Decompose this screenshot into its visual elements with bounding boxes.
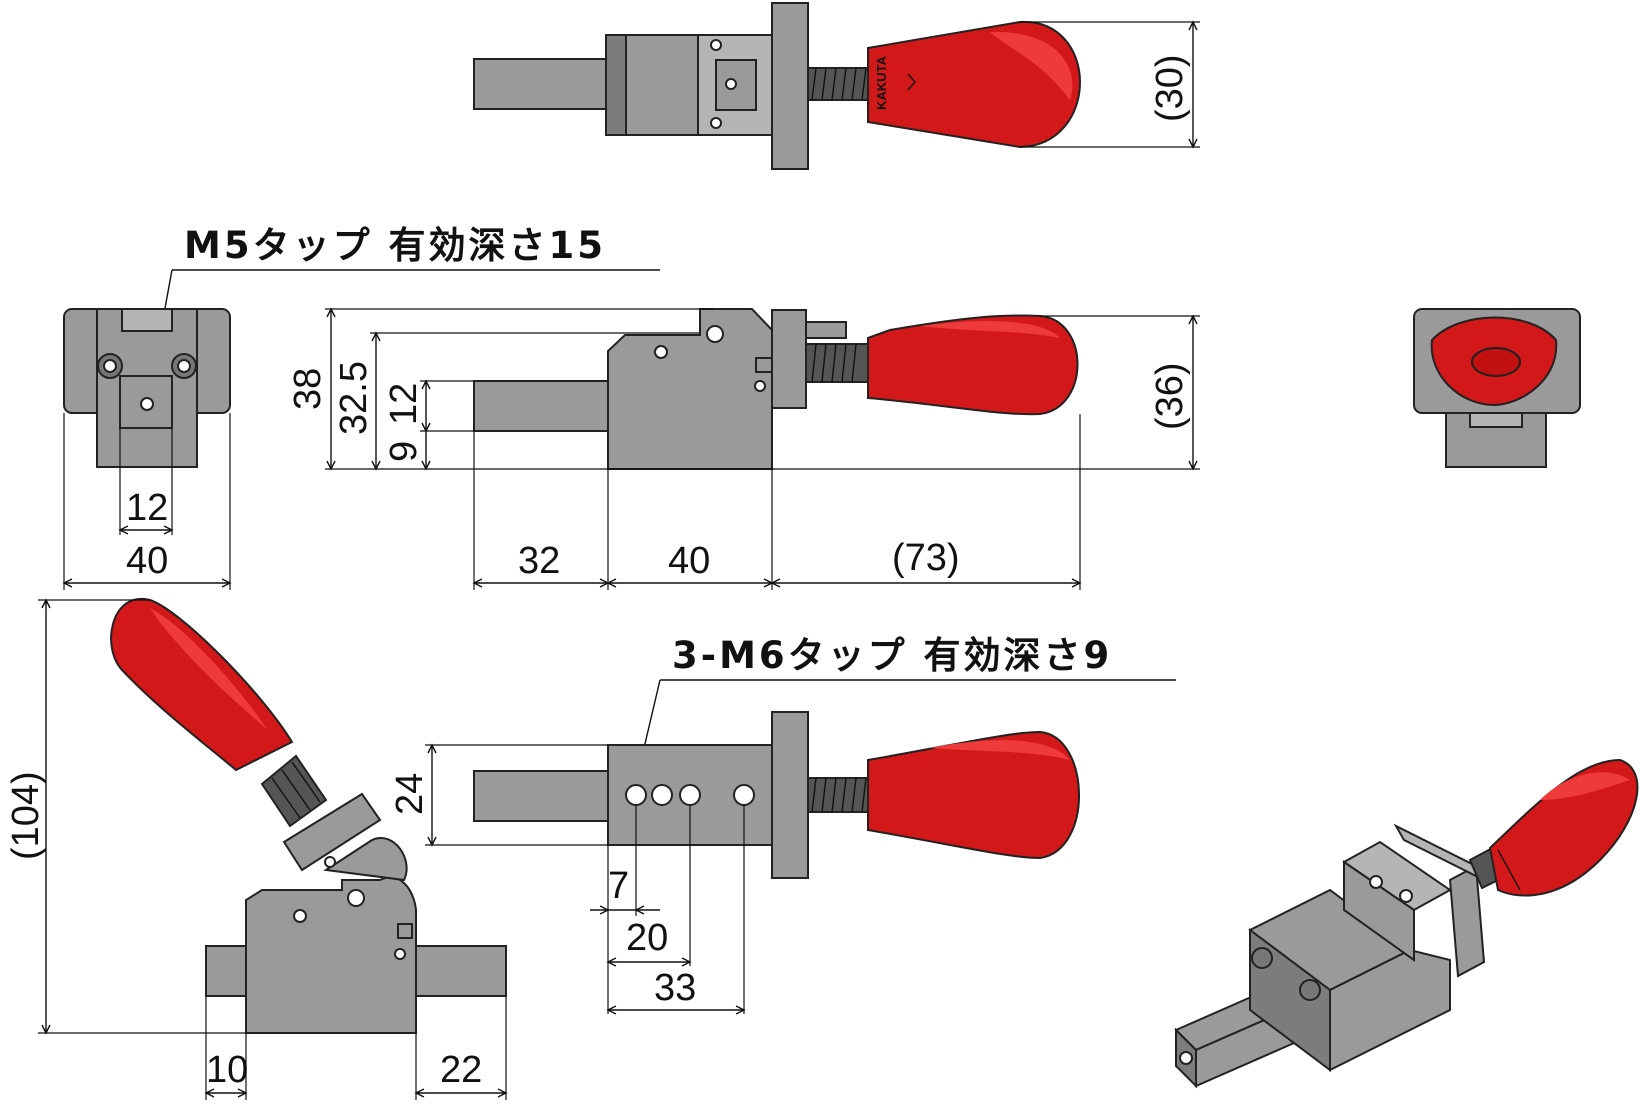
dim-tilt-104: (104): [5, 771, 47, 860]
top-flange: [771, 2, 809, 170]
iso-body-side: [1329, 948, 1451, 1072]
m6-tap-note: 3-M6タップ 有効深さ9: [630, 634, 1176, 786]
iso-block-hole-2: [1399, 889, 1413, 903]
side-view: 24 7 20 33: [389, 711, 1080, 1015]
top-small-hole: [725, 78, 737, 90]
dim-side-7: 7: [608, 865, 629, 907]
m6-tap-note-text: 3-M6タップ 有効深さ9: [672, 634, 1112, 677]
dim-side-20: 20: [626, 917, 668, 959]
side-flange: [771, 711, 809, 879]
tilt-knob: [110, 597, 294, 772]
front-spring: [805, 343, 869, 383]
tilt-knob-highlight: [150, 608, 268, 730]
dim-front-73: (73): [892, 537, 960, 579]
side-plunger: [473, 770, 609, 822]
top-view: KAKUTA (30): [473, 2, 1200, 170]
iso-plunger-hole: [1179, 1051, 1193, 1065]
top-knob-highlight: [990, 31, 1073, 100]
side-knob-highlight: [930, 740, 1070, 760]
side-hole-1: [625, 784, 647, 806]
end-right-knob-mark: [1471, 347, 1521, 377]
dim-front-9: 9: [383, 441, 425, 462]
tilt-notch: [397, 923, 413, 939]
top-spring: [807, 67, 869, 101]
front-body-hole-2: [706, 325, 724, 343]
iso-block-hole-1: [1369, 875, 1383, 889]
side-hole-2: [651, 784, 673, 806]
end-view-right: [1413, 308, 1581, 468]
iso-block-front: [1343, 860, 1415, 962]
iso-screw-1: [1251, 947, 1273, 969]
isometric-view: [1174, 758, 1639, 1089]
front-flange: [771, 309, 807, 409]
dim-front-12: 12: [383, 383, 425, 425]
dim-side-24: 24: [389, 773, 431, 815]
m5-tap-note-text: M5タップ 有効深さ15: [184, 224, 606, 267]
top-body-edge: [605, 34, 627, 136]
front-knob: [867, 314, 1079, 416]
dim-tilt-22: 22: [440, 1049, 482, 1091]
dim-front-32: 32: [518, 540, 560, 582]
iso-screw-2: [1299, 979, 1321, 1001]
front-knob-highlight: [920, 321, 1060, 338]
iso-knob-mark: [1497, 849, 1521, 891]
dim-front-40: 40: [668, 540, 710, 582]
tilt-pivot: [323, 837, 408, 882]
side-hole-3: [679, 784, 701, 806]
end-view-m5-hole: [140, 397, 154, 411]
front-body-hole-3: [754, 380, 766, 392]
iso-knob-highlight: [1540, 772, 1630, 800]
dim-end-width: 40: [126, 540, 168, 582]
dim-front-36: (36): [1149, 362, 1191, 430]
front-view: 38 32.5 12 9 (36) 32 40 (73): [287, 307, 1200, 590]
end-view-left: 12 40: [62, 308, 232, 590]
dim-tilt-10: 10: [206, 1049, 248, 1091]
dim-top-width: (30): [1149, 54, 1191, 122]
front-pin: [805, 321, 847, 339]
front-plunger: [473, 380, 609, 432]
tilt-pivot-hole: [324, 856, 336, 868]
end-view-screw-left-center: [103, 359, 117, 373]
dim-end-slot: 12: [126, 487, 168, 529]
dim-side-33: 33: [654, 967, 696, 1009]
tilt-spring: [260, 754, 328, 828]
top-knob: [867, 20, 1081, 149]
top-knob-logo: KAKUTA: [874, 55, 889, 110]
dim-front-38: 38: [287, 368, 329, 410]
tilt-flange: [282, 792, 382, 872]
front-body-notch: [755, 357, 773, 373]
tilt-hole-2: [347, 889, 365, 907]
end-view-top-notch: [121, 308, 173, 332]
end-view-screw-right-center: [177, 359, 191, 373]
tilt-body: [245, 876, 417, 1034]
dim-front-32-5: 32.5: [333, 361, 375, 435]
top-screw-1: [710, 39, 722, 51]
top-screw-2: [710, 117, 722, 129]
top-knob-mark: [907, 73, 916, 91]
side-knob: [867, 730, 1080, 860]
tilt-hole-3: [394, 948, 406, 960]
m5-tap-note: M5タップ 有効深さ15: [144, 224, 660, 394]
side-hole-4: [733, 784, 755, 806]
front-body-hole-1: [654, 345, 668, 359]
side-spring: [807, 777, 869, 813]
tilted-view: (104) 10 22: [5, 597, 508, 1100]
tilt-hole-1: [293, 909, 307, 923]
top-plunger: [473, 58, 609, 110]
